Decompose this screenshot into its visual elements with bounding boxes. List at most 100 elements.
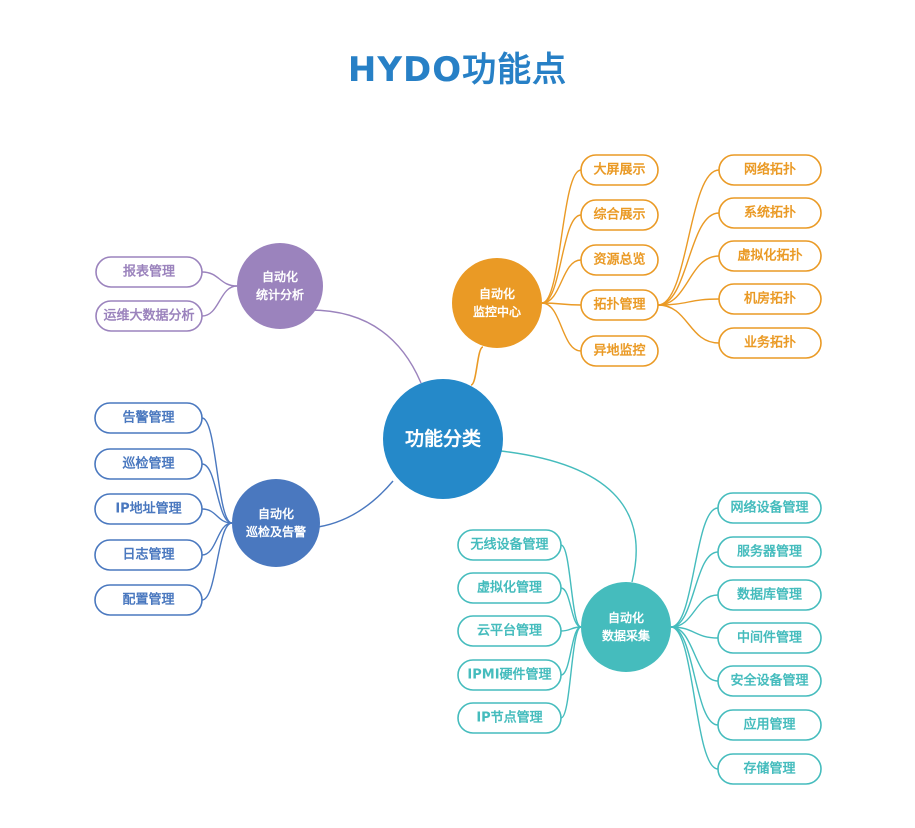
connector-line xyxy=(657,255,720,306)
connector-line xyxy=(541,214,582,304)
collect-hub-label: 数据采集 xyxy=(602,628,651,643)
monitor-hub-label: 监控中心 xyxy=(473,304,521,319)
node-layer: 报表管理运维大数据分析自动化统计分析网络拓扑系统拓扑虚拟化拓扑机房拓扑业务拓扑大… xyxy=(94,154,822,785)
topology-item-label: 虚拟化拓扑 xyxy=(737,248,802,264)
topology-item-box xyxy=(718,154,822,186)
alarm-item: 巡检管理 xyxy=(94,448,203,480)
collect-right-item-label: 存储管理 xyxy=(743,761,795,777)
alarm-hub-circle xyxy=(232,479,320,567)
collect-right-item-label: 网络设备管理 xyxy=(730,500,808,516)
connector-line xyxy=(309,309,422,384)
collect-hub-label: 自动化 xyxy=(608,610,644,625)
connector-line xyxy=(657,169,720,306)
center-node-label: 功能分类 xyxy=(405,427,481,450)
collect-left-item-label: 虚拟化管理 xyxy=(477,580,542,596)
connector-line xyxy=(500,450,637,583)
stat-hub-label: 自动化 xyxy=(262,269,298,284)
connector-line xyxy=(541,302,582,306)
center-node: 功能分类 xyxy=(383,379,503,499)
collect-left-item-box xyxy=(457,702,562,734)
page-title: HYDO功能点 xyxy=(347,50,568,90)
topology-item-label: 网络拓扑 xyxy=(744,162,796,178)
stat-hub-circle xyxy=(237,243,323,329)
collect-right-item-label: 数据库管理 xyxy=(737,587,802,603)
topology-item: 虚拟化拓扑 xyxy=(718,240,822,272)
topology-item: 网络拓扑 xyxy=(718,154,822,186)
alarm-item: IP地址管理 xyxy=(94,493,203,525)
connector-line xyxy=(317,480,394,528)
collect-right-item: 服务器管理 xyxy=(717,536,822,568)
connector-line xyxy=(201,285,238,317)
alarm-item-box xyxy=(94,448,203,480)
collect-right-item-box xyxy=(717,709,822,741)
collect-right-item: 数据库管理 xyxy=(717,579,822,611)
connector-line xyxy=(560,626,582,719)
collect-right-item-label: 应用管理 xyxy=(743,717,795,733)
collect-right-item: 存储管理 xyxy=(717,753,822,785)
connector-line xyxy=(201,508,233,524)
connector-line xyxy=(670,626,719,726)
connector-line xyxy=(560,544,582,628)
collect-left-item-label: 云平台管理 xyxy=(477,623,542,639)
stat-item-label: 运维大数据分析 xyxy=(103,308,194,324)
connector-line xyxy=(201,463,233,524)
collect-left-item-box xyxy=(457,572,562,604)
collect-hub-circle xyxy=(581,582,671,672)
monitor-item-box xyxy=(580,335,659,367)
collect-right-item-box xyxy=(717,492,822,524)
alarm-item-label: 巡检管理 xyxy=(122,456,174,472)
alarm-item: 告警管理 xyxy=(94,402,203,434)
connector-line xyxy=(541,259,582,304)
connector-line xyxy=(470,346,484,386)
collect-left-item-label: IP节点管理 xyxy=(476,710,542,726)
monitor-item: 综合展示 xyxy=(580,199,659,231)
alarm-item-box xyxy=(94,493,203,525)
connector-line xyxy=(670,594,719,628)
topology-item-box xyxy=(718,283,822,315)
collect-right-item-box xyxy=(717,579,822,611)
collect-right-item-label: 中间件管理 xyxy=(737,630,802,646)
connector-line xyxy=(541,302,582,352)
monitor-item: 大屏展示 xyxy=(580,154,659,186)
alarm-hub-label: 巡检及告警 xyxy=(246,524,306,539)
topology-item-box xyxy=(718,240,822,272)
connector-line xyxy=(670,551,719,628)
alarm-item: 日志管理 xyxy=(94,539,203,571)
stat-hub-label: 统计分析 xyxy=(256,287,304,302)
connector-line xyxy=(201,417,233,524)
monitor-item: 资源总览 xyxy=(580,244,659,276)
collect-left-item: 虚拟化管理 xyxy=(457,572,562,604)
connector-line xyxy=(657,304,720,344)
stat-item: 运维大数据分析 xyxy=(95,300,203,332)
monitor-item-box xyxy=(580,199,659,231)
connector-line xyxy=(201,522,233,601)
collect-left-item: 云平台管理 xyxy=(457,615,562,647)
topology-item-box xyxy=(718,327,822,359)
collect-left-item-box xyxy=(457,659,562,691)
monitor-item-label: 资源总览 xyxy=(593,252,645,268)
stat-item-box xyxy=(95,256,203,288)
connector-line xyxy=(657,212,720,306)
monitor-item-label: 综合展示 xyxy=(593,207,645,223)
collect-right-item-box xyxy=(717,753,822,785)
connector-layer xyxy=(201,169,720,770)
connector-line xyxy=(670,626,719,770)
monitor-item-box xyxy=(580,244,659,276)
monitor-hub-label: 自动化 xyxy=(479,286,515,301)
monitor-item-box xyxy=(580,289,659,321)
collect-right-item-box xyxy=(717,665,822,697)
alarm-item-box xyxy=(94,402,203,434)
collect-right-item: 安全设备管理 xyxy=(717,665,822,697)
stat-item-label: 报表管理 xyxy=(123,264,175,280)
alarm-item: 配置管理 xyxy=(94,584,203,616)
collect-right-item-box xyxy=(717,622,822,654)
topology-item-box xyxy=(718,197,822,229)
alarm-item-box xyxy=(94,584,203,616)
topology-item: 机房拓扑 xyxy=(718,283,822,315)
connector-line xyxy=(541,169,582,304)
monitor-item-label: 拓扑管理 xyxy=(593,297,645,313)
monitor-item: 拓扑管理 xyxy=(580,289,659,321)
